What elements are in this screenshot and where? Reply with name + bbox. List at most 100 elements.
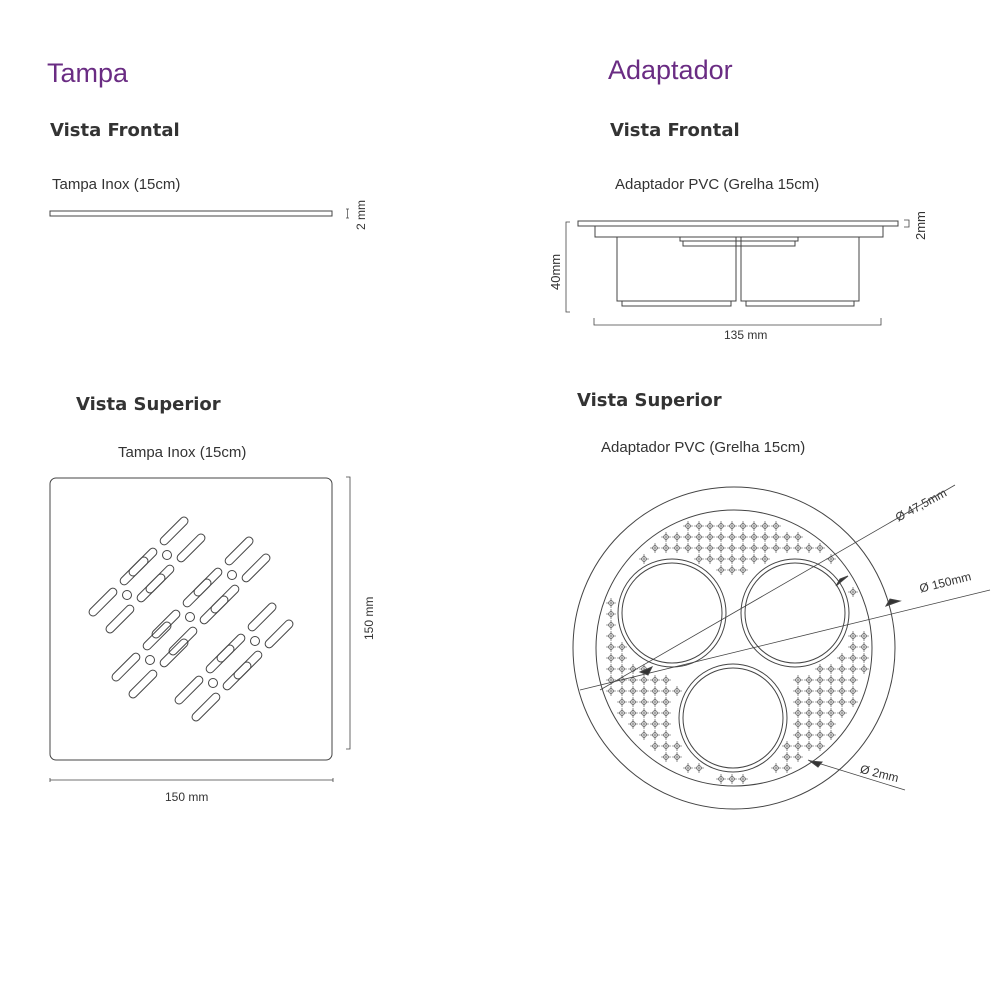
drain-hole-mark [760, 543, 770, 553]
drain-hole-mark [749, 532, 759, 542]
drain-hole-mark [617, 664, 627, 674]
slot [233, 650, 263, 680]
drain-hole-mark [705, 521, 715, 531]
drain-hole-mark [815, 708, 825, 718]
drain-hole-mark [815, 543, 825, 553]
drain-hole-mark [848, 631, 858, 641]
drain-hole-mark [727, 543, 737, 553]
drain-hole-mark [771, 532, 781, 542]
slot-center-hole [162, 550, 172, 560]
drain-hole-mark [639, 730, 649, 740]
drain-hole-mark [716, 565, 726, 575]
drain-hole-mark [749, 543, 759, 553]
drain-hole-mark [661, 708, 671, 718]
slot [210, 584, 240, 614]
drain-hole-mark [771, 521, 781, 531]
drain-hole-mark [738, 521, 748, 531]
drain-hole-mark [672, 532, 682, 542]
adaptador-width-label: 135 mm [724, 328, 768, 342]
drain-hole-mark [661, 675, 671, 685]
drain-hole-mark [859, 653, 869, 663]
drain-hole-mark [628, 708, 638, 718]
drain-hole-mark [837, 675, 847, 685]
drain-hole-mark [617, 642, 627, 652]
slot [145, 564, 175, 594]
drain-hole-mark [793, 719, 803, 729]
drain-hole-mark [760, 554, 770, 564]
slot [247, 602, 277, 632]
drain-hole-mark [672, 686, 682, 696]
drain-hole-mark [672, 752, 682, 762]
slot [216, 633, 246, 663]
slot-center-hole [227, 570, 237, 580]
drain-hole-mark [606, 653, 616, 663]
drain-hole-mark [815, 675, 825, 685]
drain-hole-mark [826, 719, 836, 729]
slot-center-hole [145, 655, 155, 665]
drain-hole-mark [738, 554, 748, 564]
slot-center-hole [250, 636, 260, 646]
drain-hole-mark [727, 532, 737, 542]
drain-hole-mark [848, 686, 858, 696]
slot [199, 595, 229, 625]
drain-hole-mark [804, 730, 814, 740]
adaptador-top-heading: Vista Superior [577, 390, 722, 411]
drain-hole-mark [859, 664, 869, 674]
drain-hole-mark [694, 543, 704, 553]
drain-hole-mark [826, 697, 836, 707]
tampa-slot-pattern [88, 516, 294, 722]
drain-hole-mark [760, 532, 770, 542]
drain-hole-mark [705, 543, 715, 553]
slot [205, 644, 235, 674]
drain-hole-mark [771, 763, 781, 773]
adaptador-top-view [572, 484, 991, 810]
drain-hole-mark [661, 741, 671, 751]
drain-hole-mark [837, 653, 847, 663]
slot [224, 536, 254, 566]
drain-hole-mark [650, 543, 660, 553]
drain-hole-mark [826, 664, 836, 674]
drain-hole-mark [837, 697, 847, 707]
drain-hole-mark [661, 686, 671, 696]
drain-hole-mark [848, 697, 858, 707]
drain-hole-mark [683, 543, 693, 553]
drain-hole-mark [782, 543, 792, 553]
adaptador-front-view [565, 219, 910, 326]
drain-hole-mark [606, 686, 616, 696]
drain-hole-mark [650, 741, 660, 751]
slot [174, 675, 204, 705]
drain-hole-mark [716, 532, 726, 542]
drain-hole-mark [639, 554, 649, 564]
drain-hole-mark [661, 719, 671, 729]
drain-hole-mark [628, 719, 638, 729]
drain-hole-mark [661, 752, 671, 762]
drain-hole-mark [815, 697, 825, 707]
slot [176, 533, 206, 563]
drain-hole-mark [793, 708, 803, 718]
slot [88, 587, 118, 617]
drain-hole-mark [650, 675, 660, 685]
slot [128, 547, 158, 577]
drain-hole-mark [716, 554, 726, 564]
drain-hole-mark [804, 543, 814, 553]
slot [193, 567, 223, 597]
slot-center-hole [185, 612, 195, 622]
drain-hole-mark [694, 763, 704, 773]
tampa-front-heading: Vista Frontal [50, 120, 180, 141]
drain-hole-mark [815, 719, 825, 729]
drain-hole-mark [749, 554, 759, 564]
drain-hole-mark [793, 543, 803, 553]
drain-hole-mark [837, 708, 847, 718]
drain-hole-mark [606, 664, 616, 674]
drain-hole-mark [628, 686, 638, 696]
drain-hole-mark [826, 708, 836, 718]
drain-hole-mark [628, 697, 638, 707]
drain-hole-mark [694, 554, 704, 564]
drain-hole-mark [639, 708, 649, 718]
drain-hole-mark [826, 554, 836, 564]
drain-hole-mark [793, 686, 803, 696]
drain-hole-mark [694, 532, 704, 542]
drain-hole-mark [661, 730, 671, 740]
adaptador-front-caption: Adaptador PVC (Grelha 15cm) [615, 176, 820, 193]
drain-hole-mark [848, 587, 858, 597]
